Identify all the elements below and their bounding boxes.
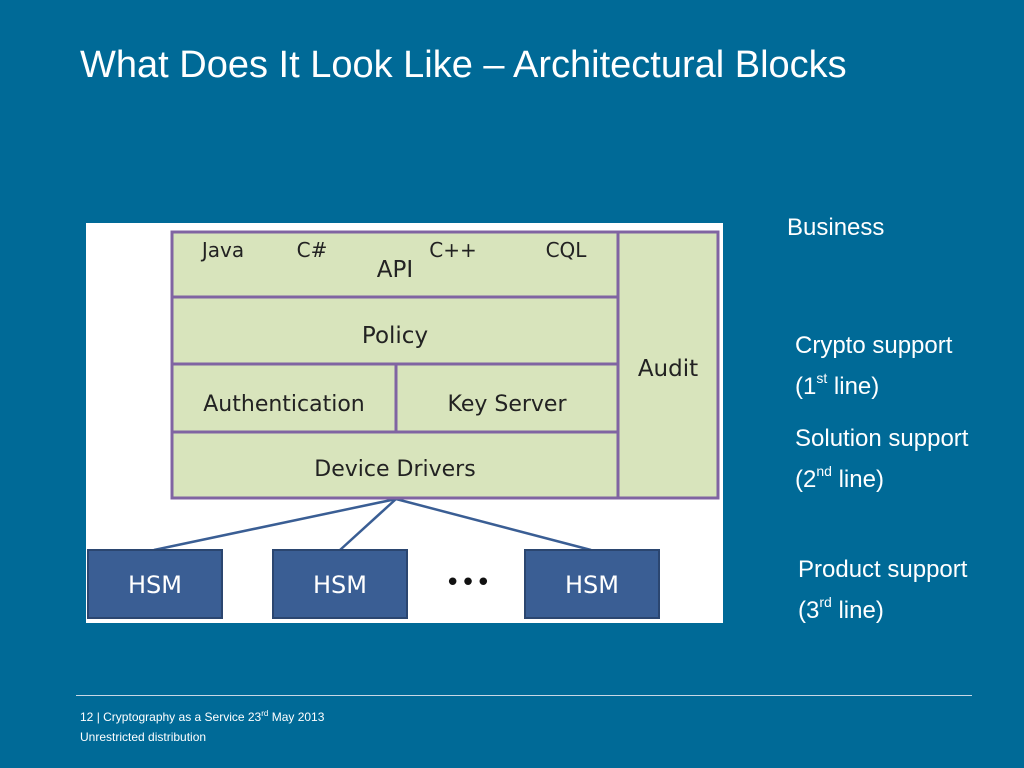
hsm-label: HSM — [313, 571, 367, 599]
solution-support-line1: Solution support — [795, 425, 969, 452]
product-support-label: Product support (3rd line) — [798, 553, 967, 628]
hsm-label: HSM — [128, 571, 182, 599]
api-language-cpp: C++ — [429, 238, 476, 262]
hsm-label: HSM — [565, 571, 619, 599]
policy-block: Policy — [170, 295, 620, 366]
device-drivers-label: Device Drivers — [314, 457, 475, 482]
authentication-block: Authentication — [170, 362, 398, 434]
crypto-support-suffix: line) — [827, 373, 880, 400]
footer-text: | Cryptography as a Service 23 — [93, 710, 262, 724]
hsm-box-3: HSM — [524, 549, 660, 619]
connector-hsm-1 — [153, 497, 397, 552]
crypto-support-line1: Crypto support — [795, 332, 953, 359]
slide-title: What Does It Look Like – Architectural B… — [80, 44, 847, 86]
solution-support-sup: nd — [816, 463, 832, 479]
connector-hsm-3 — [395, 497, 592, 552]
product-support-line1: Product support — [798, 556, 968, 583]
policy-label: Policy — [362, 323, 428, 349]
connector-hsm-2 — [339, 498, 397, 551]
key-server-label: Key Server — [447, 392, 567, 417]
key-server-block: Key Server — [394, 362, 620, 434]
architecture-diagram: Java C# C++ CQL API Policy Authenticatio… — [86, 223, 723, 623]
product-support-suffix: line) — [831, 597, 884, 624]
footer-date: May 2013 — [268, 710, 325, 724]
api-language-csharp: C# — [297, 238, 328, 262]
solution-support-suffix: line) — [831, 466, 884, 493]
crypto-support-prefix: (1 — [795, 373, 817, 400]
ellipsis: ••• — [445, 568, 491, 598]
api-label: API — [377, 257, 413, 283]
business-text: Business — [787, 214, 885, 241]
hsm-box-2: HSM — [272, 549, 408, 619]
crypto-support-line2: (1st line) — [795, 363, 952, 404]
solution-support-prefix: (2 — [795, 466, 817, 493]
product-support-line2: (3rd line) — [798, 587, 967, 628]
footer-distribution: Unrestricted distribution — [80, 730, 207, 744]
crypto-support-label: Crypto support (1st line) — [795, 329, 952, 404]
hsm-box-1: HSM — [87, 549, 223, 619]
page-number: 12 — [80, 710, 94, 724]
solution-support-line2: (2nd line) — [795, 456, 968, 497]
architecture-diagram-svg: Java C# C++ CQL API Policy Authenticatio… — [87, 230, 720, 619]
api-language-cql: CQL — [546, 238, 588, 262]
solution-support-label: Solution support (2nd line) — [795, 422, 968, 497]
product-support-prefix: (3 — [798, 597, 820, 624]
api-language-java: Java — [200, 238, 244, 262]
footer-citation: 12 | Cryptography as a Service 23rd May … — [80, 709, 324, 724]
audit-block: Audit — [616, 230, 720, 500]
api-block: Java C# C++ CQL API — [170, 230, 620, 299]
device-drivers-block: Device Drivers — [170, 430, 620, 500]
footer-divider — [76, 695, 972, 696]
authentication-label: Authentication — [203, 392, 365, 417]
footer-date-sup: rd — [261, 709, 269, 718]
audit-label: Audit — [638, 356, 698, 382]
business-label: Business — [787, 211, 884, 245]
product-support-sup: rd — [819, 594, 832, 610]
crypto-support-sup: st — [816, 370, 828, 386]
